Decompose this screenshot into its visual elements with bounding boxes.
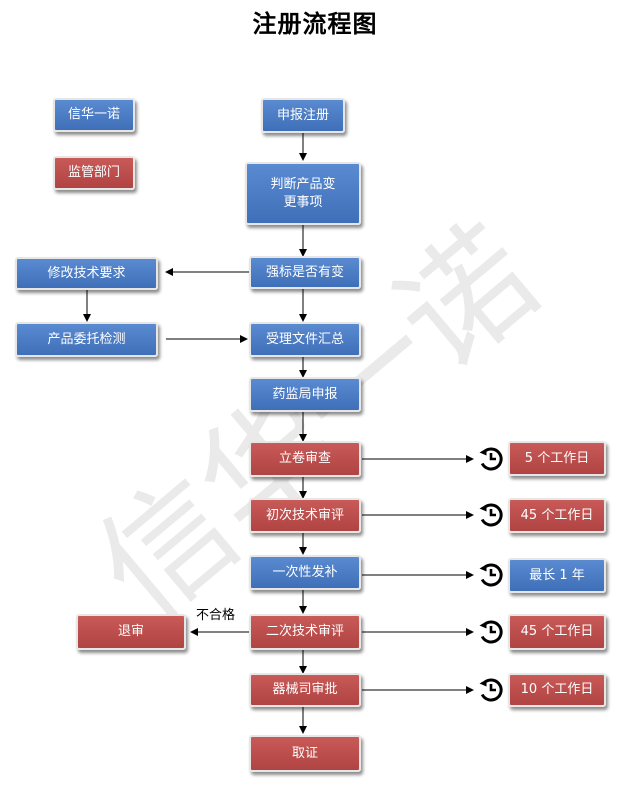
duration-second-review: 45 个工作日 bbox=[508, 614, 606, 650]
legend-company: 信华一诺 bbox=[53, 98, 135, 132]
step-modify-requirements: 修改技术要求 bbox=[15, 257, 158, 290]
step-submit-fda: 药监局申报 bbox=[249, 377, 361, 412]
step-certificate: 取证 bbox=[249, 735, 361, 772]
step-apply: 申报注册 bbox=[261, 98, 345, 133]
step-second-review: 二次技术审评 bbox=[249, 614, 361, 650]
duration-file-review: 5 个工作日 bbox=[508, 441, 606, 476]
fail-label: 不合格 bbox=[196, 608, 236, 623]
duration-first-review: 45 个工作日 bbox=[508, 498, 606, 533]
step-first-review: 初次技术审评 bbox=[249, 498, 361, 533]
duration-supplement: 最长 1 年 bbox=[508, 558, 606, 593]
legend-department: 监管部门 bbox=[53, 156, 135, 190]
clock-icon bbox=[479, 447, 503, 471]
step-file-review: 立卷审查 bbox=[249, 441, 361, 477]
clock-icon bbox=[479, 503, 503, 527]
duration-approve: 10 个工作日 bbox=[508, 673, 606, 707]
step-reject: 退审 bbox=[76, 614, 186, 650]
step-entrust-test: 产品委托检测 bbox=[15, 322, 158, 357]
clock-icon bbox=[479, 678, 503, 702]
page-title: 注册流程图 bbox=[252, 10, 378, 38]
step-judge: 判断产品变更事项 bbox=[245, 162, 361, 225]
step-supplement: 一次性发补 bbox=[249, 555, 361, 590]
step-approve: 器械司审批 bbox=[249, 673, 361, 707]
step-accept-summary: 受理文件汇总 bbox=[249, 322, 361, 357]
clock-icon bbox=[479, 620, 503, 644]
clock-icon bbox=[479, 563, 503, 587]
step-standard-change: 强标是否有变 bbox=[249, 256, 361, 289]
